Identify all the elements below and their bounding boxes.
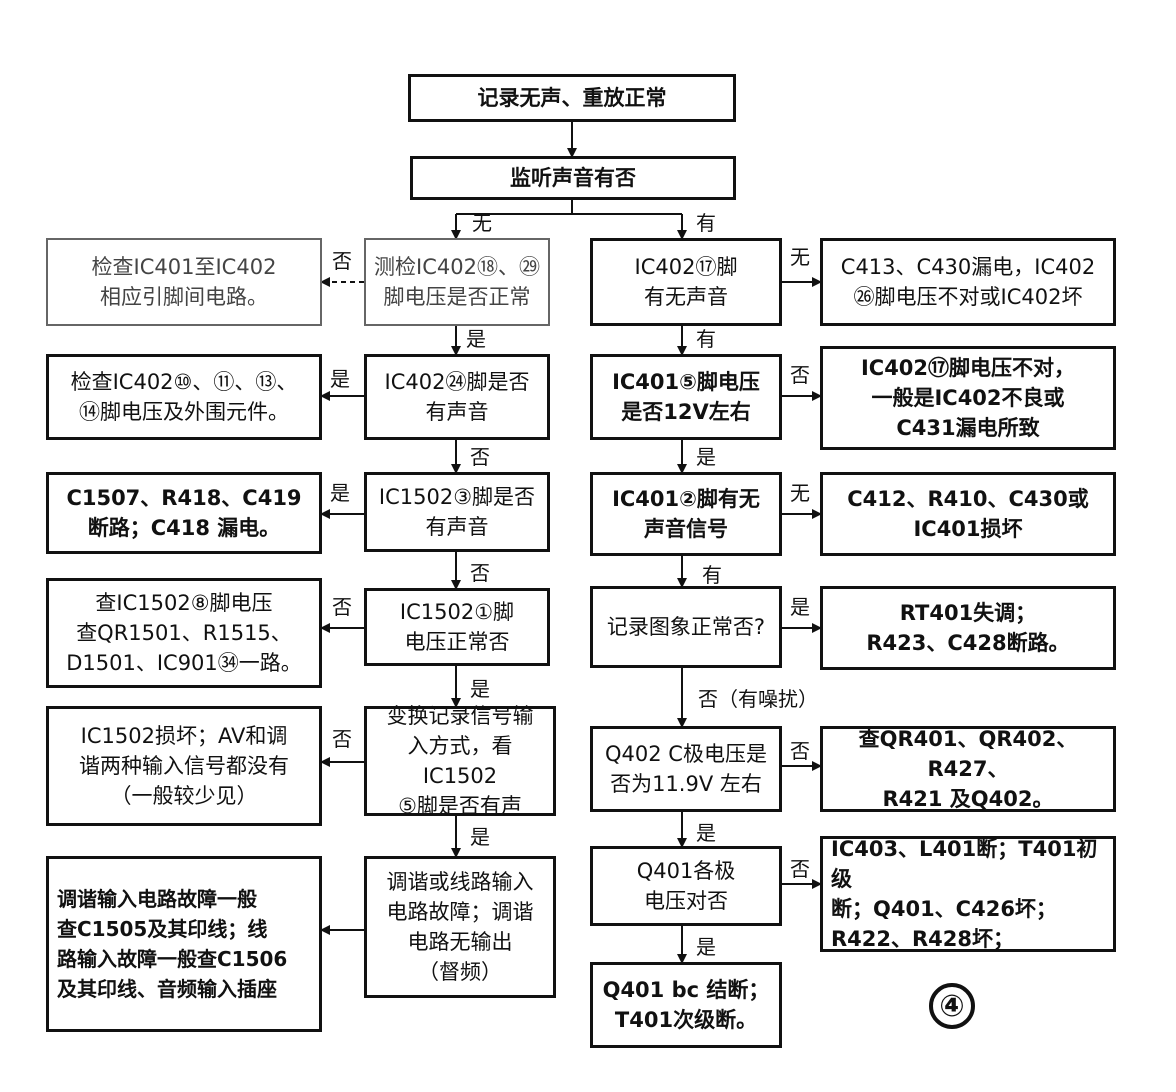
label-no-2: 否 <box>790 363 810 387</box>
label-yes-9: 是 <box>696 935 716 959</box>
node-c413-c430-leak: C413、C430漏电，IC402 ㉖脚电压不对或IC402坏 <box>820 238 1116 326</box>
node-ic403-l401: IC403、L401断；T401初级 断；Q401、C426坏； R422、R4… <box>820 836 1116 952</box>
label-no-1: 否 <box>332 249 352 273</box>
label-has-sound: 有 <box>696 211 716 235</box>
node-start: 记录无声、重放正常 <box>408 74 736 122</box>
label-no-3: 否 <box>470 445 490 469</box>
label-none-1: 无 <box>790 245 810 269</box>
node-ic401-pin2-signal: IC401②脚有无 声音信号 <box>590 472 782 556</box>
node-record-image-normal: 记录图象正常否? <box>590 586 782 668</box>
node-tuner-line-input-fault: 调谐或线路输入 电路故障；调谐 电路无输出 （督频） <box>364 856 556 998</box>
label-yes-2: 是 <box>330 367 350 391</box>
node-ic401-pin5-12v: IC401⑤脚电压 是否12V左右 <box>590 354 782 440</box>
node-check-ic1502-pin8: 查IC1502⑧脚电压 查QR1501、R1515、 D1501、IC901㉞一… <box>46 578 322 688</box>
label-no-6: 否 <box>332 727 352 751</box>
node-tuner-input-fault: 调谐输入电路故障一般 查C1505及其印线；线 路输入故障一般查C1506 及其… <box>46 856 322 1032</box>
node-rt401-detuned: RT401失调； R423、C428断路。 <box>820 586 1116 670</box>
label-yes-5: 是 <box>790 595 810 619</box>
figure-number: ④ <box>929 983 975 1029</box>
label-no-7: 否 <box>790 739 810 763</box>
label-no-8: 否 <box>790 857 810 881</box>
label-yes-3: 是 <box>696 445 716 469</box>
node-switch-input-mode: 变换记录信号输 入方式，看IC1502 ⑤脚是否有声 <box>364 704 556 818</box>
label-yes-7: 是 <box>470 825 490 849</box>
node-measure-ic402-pins: 测检IC402⑱、㉙ 脚电压是否正常 <box>364 238 550 326</box>
node-q402-c-voltage: Q402 C极电压是 否为11.9V 左右 <box>590 726 782 812</box>
label-no-noise: 否（有噪扰） <box>698 687 818 711</box>
node-monitor: 监听声音有否 <box>410 156 736 200</box>
node-c1507-r418-c419: C1507、R418、C419 断路；C418 漏电。 <box>46 472 322 554</box>
node-c412-r410-c430: C412、R410、C430或 IC401损坏 <box>820 472 1116 556</box>
node-q401-pole-voltage: Q401各极 电压对否 <box>590 846 782 926</box>
label-no-4: 否 <box>470 561 490 585</box>
node-ic1502-pin3-sound: IC1502③脚是否 有声音 <box>364 472 550 552</box>
node-ic1502-damaged: IC1502损坏；AV和调 谐两种输入信号都没有 （一般较少见） <box>46 706 322 826</box>
label-yes-6: 是 <box>470 677 490 701</box>
label-no-sound: 无 <box>472 211 492 235</box>
label-yes-1: 是 <box>466 327 486 351</box>
node-q401-bc-open: Q401 bc 结断； T401次级断。 <box>590 962 782 1048</box>
node-check-qr401: 查QR401、QR402、R427、 R421 及Q402。 <box>820 726 1116 812</box>
label-yes-8: 是 <box>696 821 716 845</box>
node-ic402-pin17-voltage-wrong: IC402⑰脚电压不对， 一般是IC402不良或 C431漏电所致 <box>820 346 1116 450</box>
node-check-ic401-ic402: 检查IC401至IC402 相应引脚间电路。 <box>46 238 322 326</box>
node-ic402-pin-sound: IC402⑰脚 有无声音 <box>590 238 782 326</box>
node-ic1502-pin1-voltage: IC1502①脚 电压正常否 <box>364 588 550 666</box>
label-has-1: 有 <box>696 327 716 351</box>
node-check-ic402-pins-voltage: 检查IC402⑩、⑪、⑬、 ⑭脚电压及外围元件。 <box>46 354 322 440</box>
label-none-2: 无 <box>790 481 810 505</box>
label-yes-4: 是 <box>330 481 350 505</box>
label-no-5: 否 <box>332 595 352 619</box>
node-ic402-pin-has-sound: IC402㉔脚是否 有声音 <box>364 354 550 440</box>
label-has-2: 有 <box>702 563 722 587</box>
